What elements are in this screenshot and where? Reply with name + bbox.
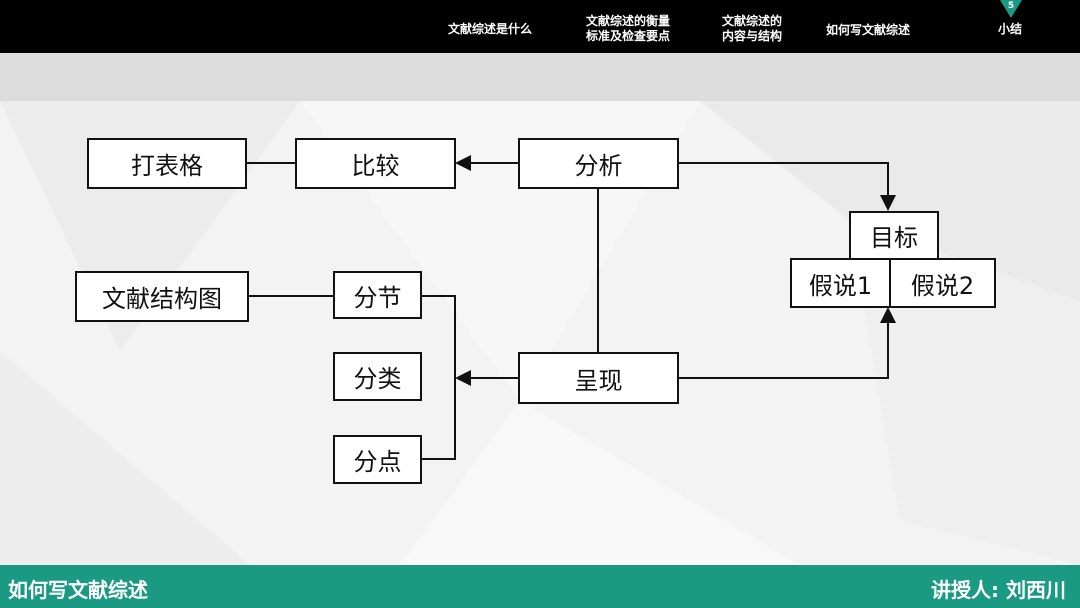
box-structure-map: 文献结构图 <box>75 271 249 322</box>
box-section: 分节 <box>333 271 422 319</box>
arrow-present-hypothesis <box>678 307 896 379</box>
footer-bar: 如何写文献综述 讲授人: 刘西川 <box>0 565 1080 608</box>
box-hypothesis-2: 假说2 <box>889 258 996 308</box>
footer-speaker: 讲授人: 刘西川 <box>931 578 1066 602</box>
header-band <box>0 53 1080 101</box>
current-section-marker <box>1000 0 1022 18</box>
nav-label-line: 内容与结构 <box>722 29 783 43</box>
footer-title: 如何写文献综述 <box>8 578 148 602</box>
box-present: 呈现 <box>518 352 679 404</box>
nav-item-summary[interactable]: 小结 <box>998 22 1023 36</box>
arrow-analyze-goal <box>678 162 896 211</box>
nav-label-line: 文献综述的 <box>722 14 783 28</box>
box-goal: 目标 <box>849 211 939 260</box>
box-analyze: 分析 <box>518 138 679 189</box>
box-compare: 比较 <box>295 138 456 189</box>
box-point: 分点 <box>333 435 422 484</box>
nav-label-line: 标准及检查要点 <box>586 29 671 43</box>
nav-item-criteria[interactable]: 文献综述的衡量标准及检查要点 <box>586 14 670 44</box>
bracket <box>421 295 456 460</box>
nav-item-how-to-write[interactable]: 如何写文献综述 <box>826 23 911 37</box>
top-navigation: 文献综述是什么 文献综述的衡量标准及检查要点 文献综述的内容与结构 如何写文献综… <box>0 0 1080 53</box>
nav-item-content[interactable]: 文献综述的内容与结构 <box>722 14 782 44</box>
box-table: 打表格 <box>87 138 247 189</box>
section-number: 5 <box>1007 1 1015 11</box>
nav-label-line: 文献综述的衡量 <box>586 14 671 28</box>
nav-item-what-is[interactable]: 文献综述是什么 <box>448 22 533 36</box>
box-category: 分类 <box>333 352 422 401</box>
box-hypothesis-1: 假说1 <box>790 258 891 308</box>
